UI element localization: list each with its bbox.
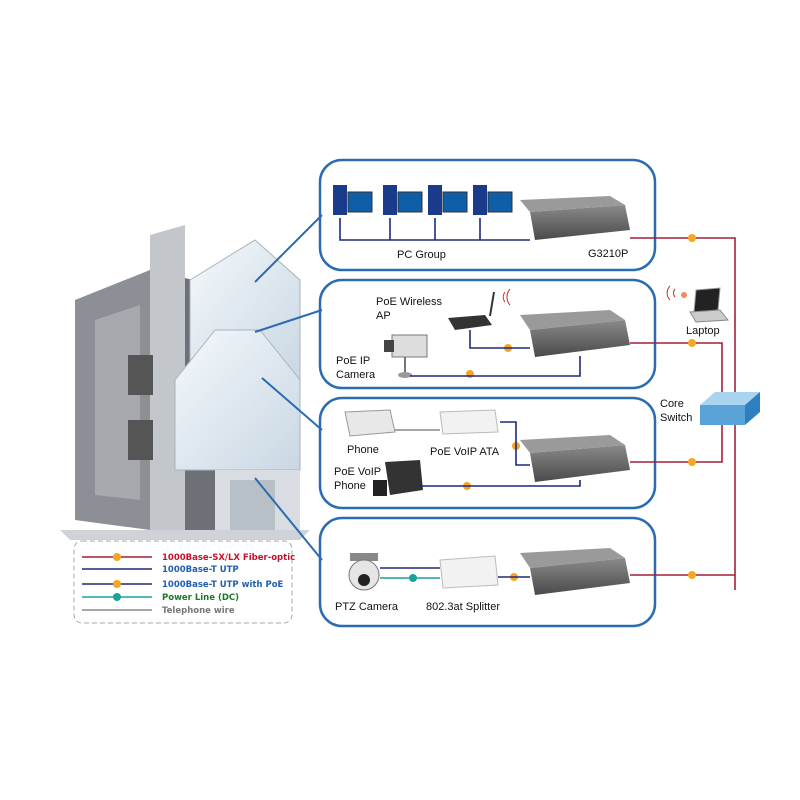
ap-label-2: AP (376, 310, 391, 322)
splitter-icon (439, 555, 499, 589)
core-switch-label-1: Core (660, 398, 684, 410)
wireless-ap-icon (448, 288, 511, 330)
voip-ata-icon (439, 409, 499, 435)
legend: 1000Base-SX/LX Fiber-optic 1000Base-T UT… (73, 540, 295, 624)
laptop-label: Laptop (686, 325, 720, 337)
ptz-camera-icon (348, 553, 380, 591)
building-illustration (60, 225, 310, 540)
switch-1 (520, 196, 630, 240)
ata-label: PoE VoIP ATA (430, 446, 500, 458)
legend-utp-poe: 1000Base-T UTP with PoE (162, 580, 284, 590)
panel-ptz (318, 516, 657, 628)
wireless-lines (410, 330, 581, 377)
pc-group-label: PC Group (397, 249, 446, 261)
pc-group-icons (333, 185, 513, 215)
voip-phone-icon (373, 460, 423, 496)
legend-fiber: 1000Base-SX/LX Fiber-optic (162, 553, 295, 563)
switch-4 (520, 548, 630, 595)
panel-pc-group (318, 158, 657, 272)
phone-icon (344, 409, 396, 437)
legend-utp: 1000Base-T UTP (162, 565, 239, 575)
dc-marker (409, 574, 417, 582)
core-switch-icon (700, 392, 760, 425)
core-switch-label-2: Switch (660, 412, 692, 424)
phone-label: Phone (347, 444, 379, 456)
panels (318, 158, 657, 628)
ip-camera-icon (384, 334, 428, 378)
voip-lines (395, 421, 581, 487)
splitter-label: 802.3at Splitter (426, 601, 500, 613)
voip-phone-label: PoE VoIP (334, 466, 381, 478)
pc-utp-lines (339, 218, 530, 241)
laptop-icon (666, 285, 729, 323)
legend-dc: Power Line (DC) (162, 593, 239, 603)
poe-switches (520, 196, 630, 595)
switch-3 (520, 435, 630, 482)
panel-wireless (318, 278, 657, 390)
ap-label: PoE Wireless (376, 296, 443, 308)
legend-telephone: Telephone wire (162, 606, 235, 616)
callout-lines (254, 214, 323, 561)
ip-camera-label-2: Camera (336, 369, 376, 381)
switch-2 (520, 310, 630, 357)
fiber-lines (630, 237, 736, 590)
ip-camera-label: PoE IP (336, 355, 370, 367)
voip-phone-label-2: Phone (334, 480, 366, 492)
switch-model-label: G3210P (588, 248, 628, 260)
ptz-camera-label: PTZ Camera (335, 601, 399, 613)
panel-voip (318, 396, 657, 510)
